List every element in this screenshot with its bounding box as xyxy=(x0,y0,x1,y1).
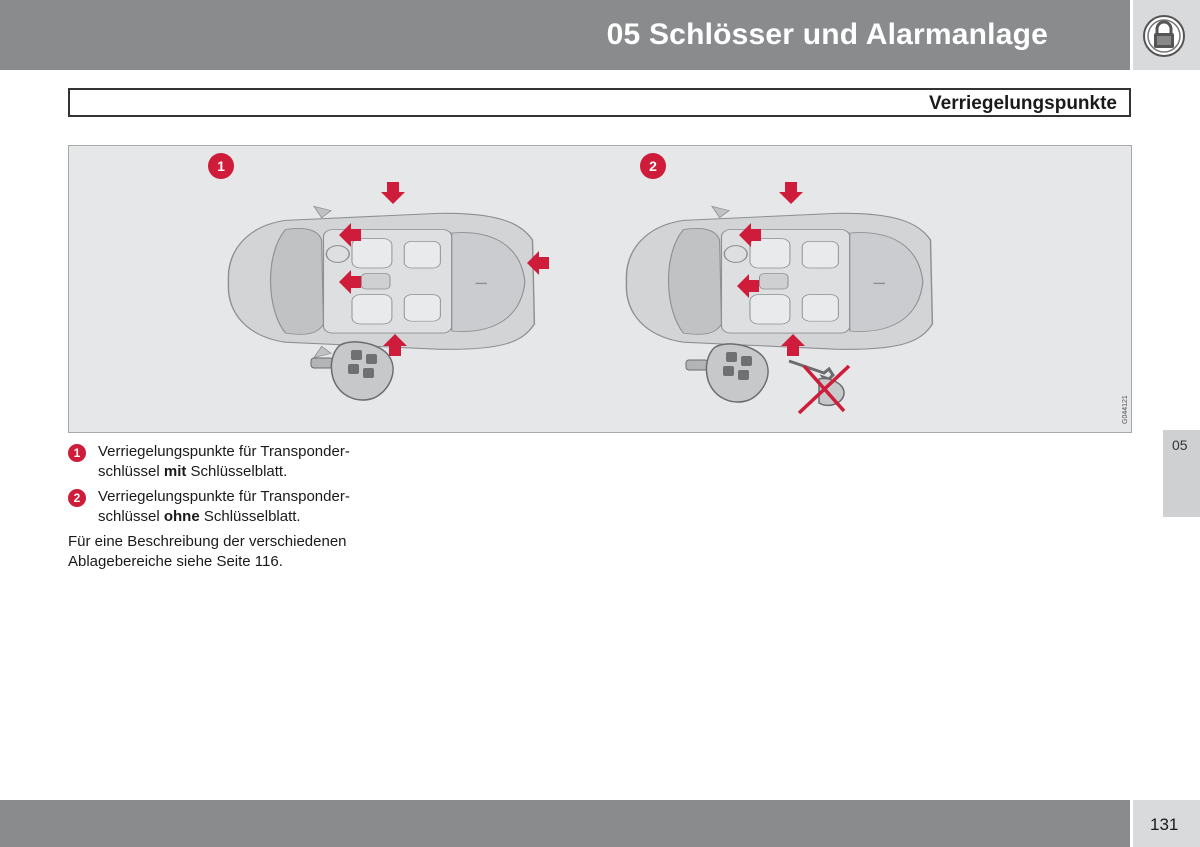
legend-item: 2 Verriegelungspunkte für Transponder-sc… xyxy=(68,487,378,527)
car-illustration-2 xyxy=(625,205,934,359)
reference-paragraph: Für eine Beschreibung der verschiedenen … xyxy=(68,533,347,570)
locking-points-figure: 1 2 xyxy=(68,145,1132,433)
chapter-title: 05 Schlösser und Alarmanlage xyxy=(606,18,1048,51)
svg-text:1: 1 xyxy=(217,158,225,174)
figure-legend: 1 Verriegelungspunkte für Transponder-sc… xyxy=(68,442,378,572)
section-title: Verriegelungspunkte xyxy=(929,93,1117,114)
car-illustration-1 xyxy=(227,205,536,359)
figure-code: G044121 xyxy=(1122,395,1129,424)
legend-text: Verriegelungspunkte für Transponder-schl… xyxy=(98,488,350,525)
svg-text:2: 2 xyxy=(649,158,657,174)
section-header: Verriegelungspunkte xyxy=(68,88,1131,117)
page-number: 131 xyxy=(1150,815,1179,834)
legend-badge-1: 1 xyxy=(68,444,86,462)
header-bar: 05 Schlösser und Alarmanlage xyxy=(0,0,1130,70)
figure-badge-1: 1 xyxy=(208,153,234,179)
chapter-side-tab-label: 05 xyxy=(1172,437,1188,453)
crossed-key-blade-icon xyxy=(788,359,851,415)
page-number-box xyxy=(1133,800,1200,847)
key-fob-without-blade xyxy=(685,343,769,403)
legend-badge-2: 2 xyxy=(68,489,86,507)
lock-icon xyxy=(1143,15,1185,57)
legend-text: Verriegelungspunkte für Transponder-schl… xyxy=(98,443,350,480)
chapter-side-tab xyxy=(1163,430,1200,517)
footer-bar xyxy=(0,800,1130,847)
figure-badge-2: 2 xyxy=(640,153,666,179)
legend-item: 1 Verriegelungspunkte für Transponder-sc… xyxy=(68,442,378,482)
